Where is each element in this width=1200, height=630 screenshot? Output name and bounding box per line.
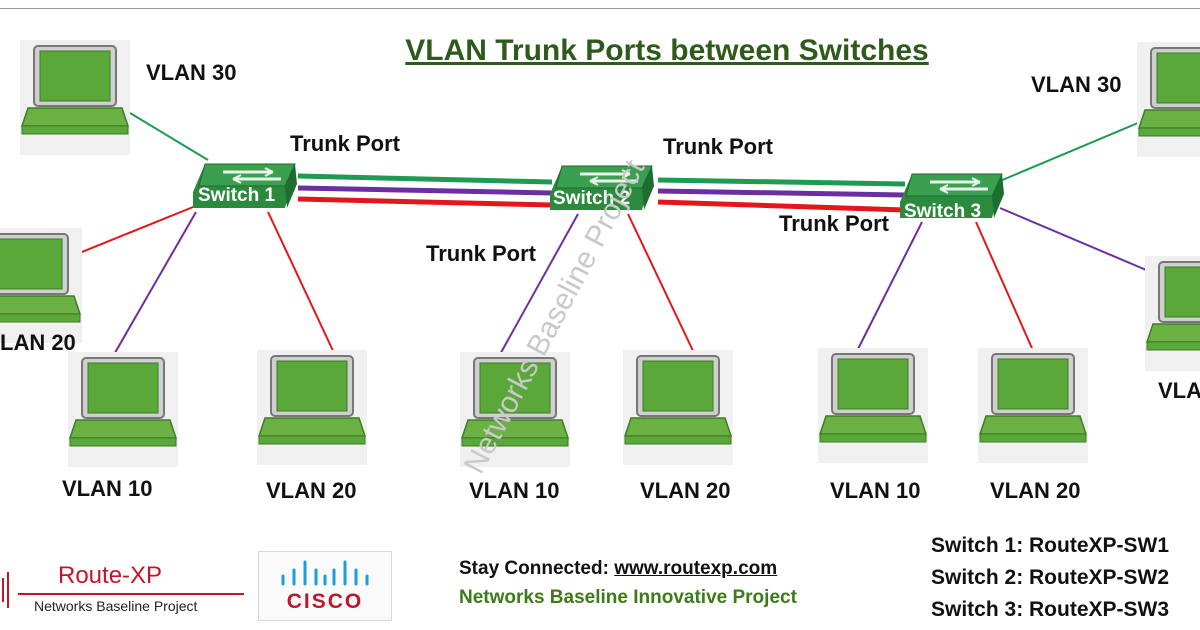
cisco-logo: CISCO bbox=[258, 551, 392, 621]
laptop-sw1-vlan20 bbox=[256, 349, 368, 466]
cisco-wordmark: CISCO bbox=[286, 590, 364, 613]
laptop-sw3-vlan10 bbox=[817, 347, 929, 464]
stay-connected: Stay Connected: www.routexp.com bbox=[459, 558, 777, 580]
laptop-sw1-vlan30 bbox=[19, 39, 131, 156]
switch-2-label: Switch 2 bbox=[553, 188, 630, 209]
switch-3-label: Switch 3 bbox=[904, 201, 981, 222]
switch-3: Switch 3 bbox=[898, 172, 1006, 222]
switch-1-label: Switch 1 bbox=[198, 185, 276, 206]
stay-connected-label: Stay Connected: bbox=[459, 558, 615, 579]
laptop-sw3-vlan30 bbox=[1136, 41, 1200, 158]
legend-item-switch-1: Switch 1: RouteXP-SW1 bbox=[931, 534, 1170, 557]
vlan-label-sw1-vlan30: VLAN 30 bbox=[146, 60, 237, 85]
trunk-link-sw2-sw3 bbox=[657, 177, 906, 213]
signal-icon bbox=[2, 572, 9, 608]
diagram-title: VLAN Trunk Ports between Switches bbox=[405, 34, 929, 67]
access-links bbox=[71, 112, 1159, 359]
website-link[interactable]: www.routexp.com bbox=[614, 558, 778, 579]
innovative-project-text: Networks Baseline Innovative Project bbox=[459, 587, 797, 608]
routexp-logo: Route-XP Networks Baseline Project bbox=[0, 556, 250, 620]
routexp-name: Route-XP bbox=[58, 562, 163, 589]
trunk-link-sw1-sw2 bbox=[297, 173, 553, 208]
vlan-label-sw1-vlan10: VLAN 10 bbox=[62, 476, 153, 501]
trunk-port-label-4: Trunk Port bbox=[779, 211, 890, 236]
trunk-port-label-3: Trunk Port bbox=[426, 241, 537, 266]
routexp-subtitle: Networks Baseline Project bbox=[34, 598, 198, 614]
vlan-label-sw1-vlan20: VLAN 20 bbox=[266, 478, 357, 503]
routexp-underline bbox=[18, 593, 244, 595]
laptop-sw1-vlan10 bbox=[67, 351, 179, 468]
switch-legend: Switch 1: RouteXP-SW1 Switch 2: RouteXP-… bbox=[931, 534, 1169, 630]
top-divider bbox=[0, 8, 1200, 9]
laptop-sw1-vlan20-left bbox=[0, 227, 83, 344]
cisco-bars-icon bbox=[281, 560, 369, 586]
switch-1: Switch 1 bbox=[191, 162, 299, 210]
vlan-label-sw3-vlan20: VLAN 20 bbox=[990, 478, 1081, 503]
vlan-label-sw1-vlan20-left: LAN 20 bbox=[0, 330, 76, 355]
vlan-label-sw3-vlan30: VLAN 30 bbox=[1031, 72, 1122, 97]
legend-item-switch-3: Switch 3: RouteXP-SW3 bbox=[931, 598, 1170, 621]
vlan-label-sw2-vlan10: VLAN 10 bbox=[469, 478, 560, 503]
legend-item-switch-2: Switch 2: RouteXP-SW2 bbox=[931, 566, 1170, 589]
laptop-sw3-vlan-right bbox=[1144, 255, 1200, 372]
laptop-sw3-vlan20 bbox=[977, 347, 1089, 464]
laptop-sw2-vlan20 bbox=[622, 349, 734, 466]
vlan-label-sw3-vlan10: VLAN 10 bbox=[830, 478, 921, 503]
vlan-label-sw3-right: VLA bbox=[1158, 378, 1200, 403]
trunk-port-label-2: Trunk Port bbox=[663, 134, 774, 159]
switch-2: Switch 2 bbox=[548, 164, 656, 212]
vlan-label-sw2-vlan20: VLAN 20 bbox=[640, 478, 731, 503]
trunk-port-label-1: Trunk Port bbox=[290, 131, 401, 156]
